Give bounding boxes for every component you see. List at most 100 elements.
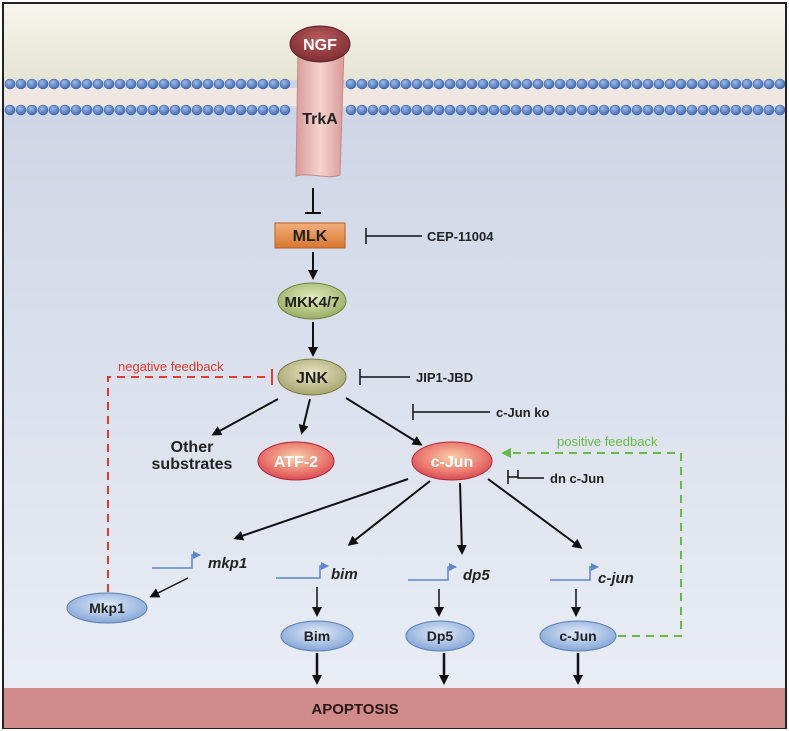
membrane-lipid-head: [169, 104, 181, 116]
cep-11004-label: CEP-11004: [427, 229, 494, 244]
cjun-bim-arrow: [347, 480, 431, 546]
membrane-lipid-head: [37, 78, 49, 90]
positive-feedback-label: positive feedback: [557, 434, 658, 449]
membrane-lipid-head: [532, 104, 544, 116]
membrane-lipid-head: [719, 104, 731, 116]
membrane-lipid-head: [114, 78, 126, 90]
gene-dp5: dp5: [408, 563, 490, 584]
membrane-lipid-head: [675, 104, 687, 116]
membrane-lipid-head: [455, 104, 467, 116]
membrane-lipid-head: [37, 104, 49, 116]
membrane-lipid-head: [92, 104, 104, 116]
membrane-lipid-head: [642, 104, 654, 116]
membrane-lipid-head: [268, 104, 280, 116]
membrane-lipid-head: [455, 78, 467, 90]
membrane-lipid-head: [521, 104, 533, 116]
membrane-lipid-head: [741, 104, 753, 116]
membrane-lipid-head: [345, 104, 357, 116]
membrane-lipid-head: [576, 104, 588, 116]
membrane-lipid-head: [15, 104, 27, 116]
membrane-lipid-head: [26, 78, 38, 90]
ngf-label: NGF: [303, 37, 337, 54]
membrane-lipid-head: [752, 104, 764, 116]
gene-bim: bim: [276, 562, 358, 583]
membrane-lipid-head: [26, 104, 38, 116]
membrane-lipid-head: [499, 104, 511, 116]
membrane-lipid-head: [246, 104, 258, 116]
membrane-lipid-head: [433, 78, 445, 90]
membrane-lipid-head: [257, 104, 269, 116]
jnk-atf2-arrow: [298, 398, 311, 435]
membrane-lipid-head: [565, 78, 577, 90]
membrane-lipid-head: [4, 104, 16, 116]
dp5-protein-node: [405, 620, 475, 652]
membrane-lipid-head: [136, 78, 148, 90]
membrane-lipid-head: [422, 104, 434, 116]
other-substrates-label-1: Other: [171, 439, 214, 456]
membrane-lipid-head: [510, 104, 522, 116]
membrane-lipid-head: [257, 78, 269, 90]
apoptosis-bar: [4, 688, 785, 728]
membrane-lipid-head: [356, 104, 368, 116]
mkp1-protein-label: Mkp1: [89, 600, 125, 616]
membrane-lipid-head: [708, 78, 720, 90]
membrane-lipid-head: [400, 78, 412, 90]
membrane-lipid-head: [675, 78, 687, 90]
cjun-cjun-gene-arrow: [487, 478, 583, 549]
dp5-gene-label: dp5: [463, 567, 490, 584]
dn-cjun-inhibition-line: [517, 470, 544, 479]
membrane-lipid-head: [4, 78, 16, 90]
membrane-lipid-head: [587, 78, 599, 90]
membrane-lipid-head: [378, 78, 390, 90]
membrane-lipid-head: [510, 78, 522, 90]
membrane-lipid-head: [620, 104, 632, 116]
extracellular-region: [4, 4, 785, 80]
membrane-lipid-head: [48, 78, 60, 90]
membrane-lipid-head: [554, 78, 566, 90]
membrane-lipid-head: [587, 104, 599, 116]
membrane-lipid-head: [356, 78, 368, 90]
membrane-lipid-head: [48, 104, 60, 116]
membrane-lipid-head: [103, 78, 115, 90]
membrane-lipid-head: [598, 78, 610, 90]
membrane-lipid-head: [169, 78, 181, 90]
membrane-lipid-head: [158, 104, 170, 116]
membrane-lipid-head: [147, 78, 159, 90]
trka-label: TrkA: [302, 111, 338, 128]
membrane-lipid-head: [609, 104, 621, 116]
apoptosis-label: APOPTOSIS: [311, 701, 398, 718]
membrane-lipid-head: [180, 78, 192, 90]
mkk47-node: [277, 282, 347, 320]
membrane-lipid-head: [686, 104, 698, 116]
membrane-lipid-head: [488, 78, 500, 90]
membrane-lipid-head: [15, 78, 27, 90]
membrane-lipid-head: [554, 104, 566, 116]
mlk-node: [274, 222, 346, 249]
membrane-lipid-head: [59, 104, 71, 116]
cjun-label: c-Jun: [431, 454, 474, 471]
atf2-label: ATF-2: [274, 454, 318, 471]
negative-feedback-line: [107, 376, 268, 592]
mkk47-label: MKK4/7: [284, 294, 339, 311]
membrane-lipid-head: [411, 78, 423, 90]
membrane-lipid-head: [730, 78, 742, 90]
membrane-lipid-head: [642, 78, 654, 90]
jnk-cjun-arrow: [345, 397, 423, 446]
membrane-lipid-head: [224, 104, 236, 116]
membrane-lipid-head: [686, 78, 698, 90]
cjun-protein-node: [539, 620, 617, 652]
membrane-lipid-head: [279, 78, 291, 90]
cjun-gene-label: c-jun: [598, 570, 634, 587]
membrane-lipid-head: [499, 78, 511, 90]
membrane-lipid-head: [268, 78, 280, 90]
membrane-lipid-head: [653, 104, 665, 116]
membrane-lipid-head: [763, 78, 775, 90]
membrane-lipid-head: [631, 78, 643, 90]
gene-cjun: c-jun: [550, 563, 634, 587]
gene-mkp1: mkp1: [152, 551, 247, 572]
membrane-lipid-head: [444, 78, 456, 90]
bim-protein-label: Bim: [304, 628, 330, 644]
membrane-lipid-head: [609, 78, 621, 90]
cjun-ko-label: c-Jun ko: [496, 405, 550, 420]
